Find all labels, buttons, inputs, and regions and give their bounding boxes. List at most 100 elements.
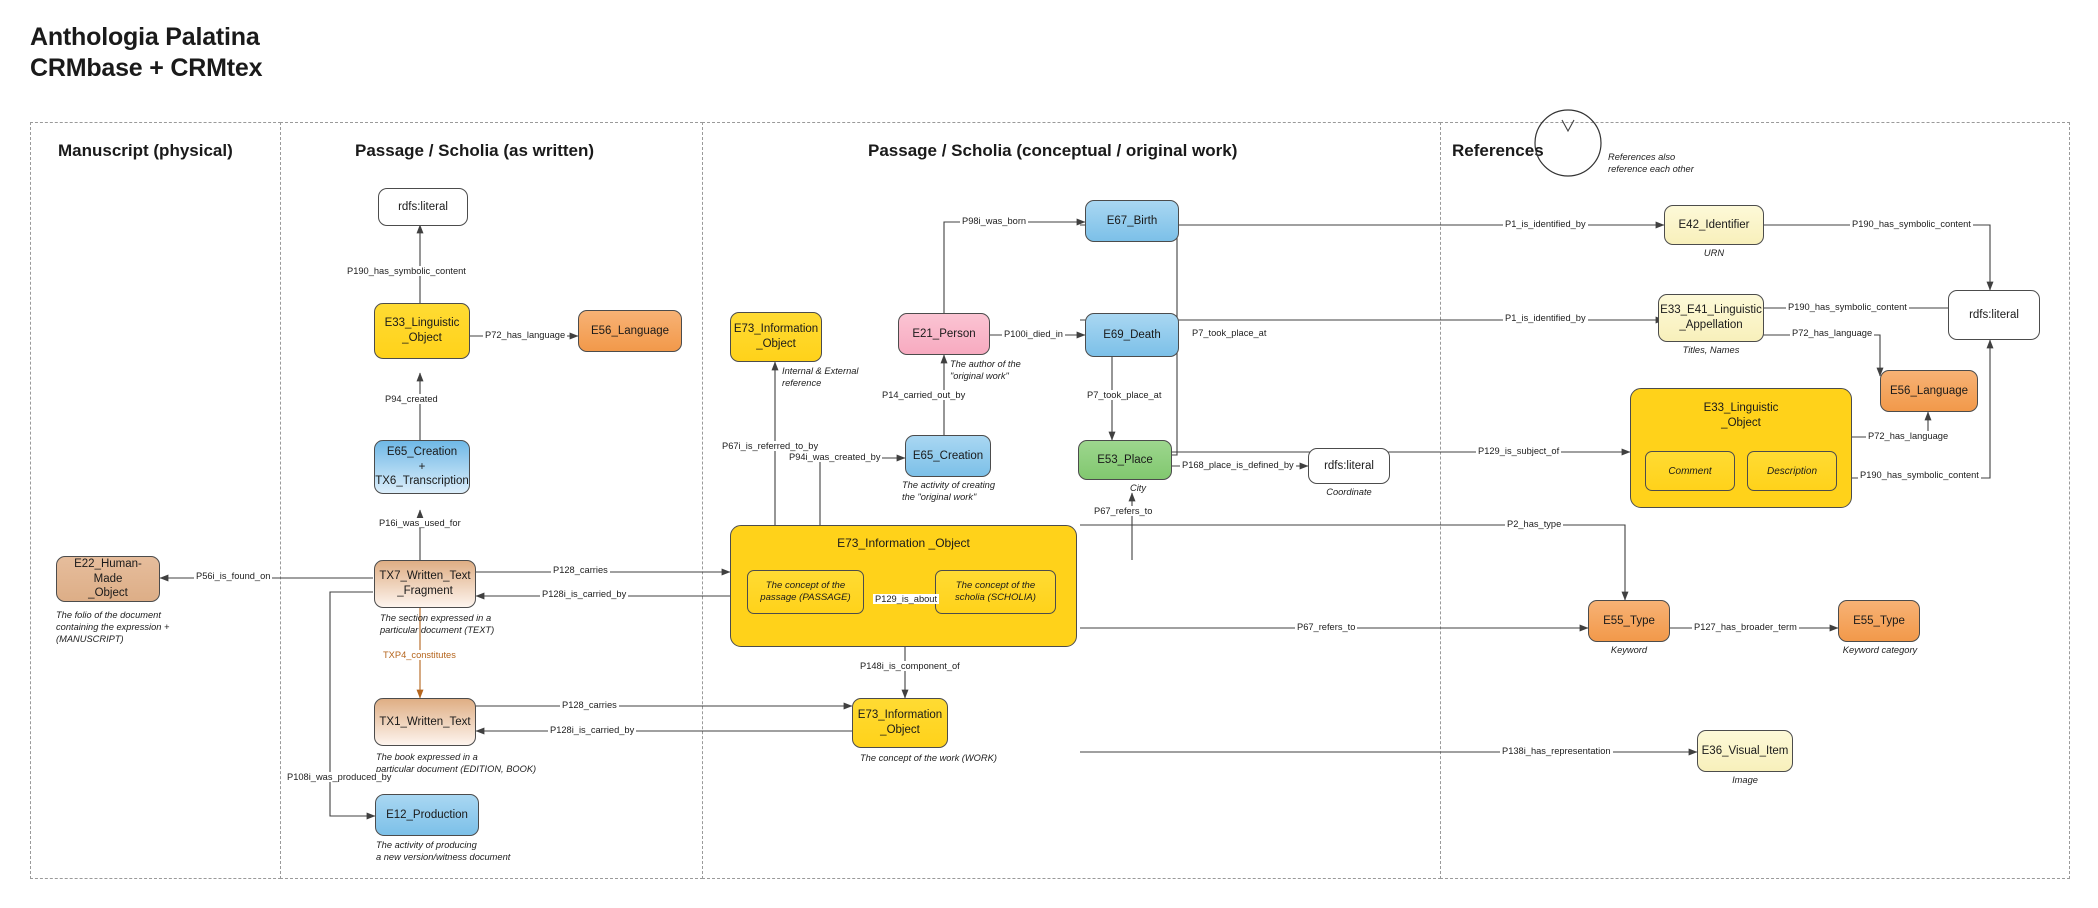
node-e12-production[interactable]: E12_Production (375, 794, 479, 836)
title-line-1: Anthologia Palatina (30, 23, 260, 51)
node-e36-visual-item[interactable]: E36_Visual_Item (1697, 730, 1793, 772)
node-e73-subbox-scholia[interactable]: The concept of the scholia (SCHOLIA) (935, 570, 1056, 614)
node-rdfs-literal-references[interactable]: rdfs:literal (1948, 290, 2040, 340)
edge-label-p128-carries-tx1: P128_carries (560, 700, 619, 711)
edge-label-p72-has-language-e33-right: P72_has_language (1866, 431, 1951, 442)
node-rdfs-literal-written[interactable]: rdfs:literal (378, 188, 468, 226)
node-e69-death[interactable]: E69_Death (1085, 313, 1179, 357)
node-label: TX1_Written_Text (379, 715, 471, 728)
node-e33-subbox-description[interactable]: Description (1747, 451, 1837, 491)
node-e73-information-object-reference[interactable]: E73_Information _Object (730, 312, 822, 362)
node-e55-type-keyword[interactable]: E55_Type (1588, 600, 1670, 642)
node-label: E21_Person (912, 327, 976, 340)
node-e33-subbox-comment[interactable]: Comment (1645, 451, 1735, 491)
node-e65-creation-tx6-transcription[interactable]: E65_Creation + TX6_Transcription (374, 440, 470, 494)
node-e53-place[interactable]: E53_Place (1078, 440, 1172, 480)
node-label: rdfs:literal (398, 200, 448, 213)
note-internal-external: Internal & External reference (782, 366, 859, 388)
edge-label-p168-place-is-defined-by: P168_place_is_defined_by (1180, 460, 1296, 471)
node-label: rdfs:literal (1969, 308, 2019, 321)
note-keyword: Keyword (1610, 645, 1648, 655)
node-tx7-written-text-fragment[interactable]: TX7_Written_Text _Fragment (374, 560, 476, 608)
edge-label-p190-has-symbolic-content-e33: P190_has_symbolic_content (1858, 470, 1981, 481)
node-label: E73_Information _Object (733, 323, 819, 350)
node-e33-e41-linguistic-appellation[interactable]: E33_E41_Linguistic _Appellation (1658, 294, 1764, 342)
edge-label-p7-took-place-at-death: P7_took_place_at (1085, 390, 1164, 401)
lane-manuscript (30, 122, 281, 879)
lane-conceptual (702, 122, 1441, 879)
edge-label-p94i-was-created-by: P94i_was_created_by (787, 452, 883, 463)
node-label: The concept of the passage (PASSAGE) (760, 579, 851, 603)
edge-label-p7-took-place-at-birth: P7_took_place_at (1190, 328, 1269, 339)
node-e21-person[interactable]: E21_Person (898, 313, 990, 355)
node-e42-identifier[interactable]: E42_Identifier (1664, 205, 1764, 245)
edge-label-p67-refers-to-type: P67_refers_to (1295, 622, 1358, 633)
edge-label-p94-created: P94_created (383, 394, 440, 405)
node-label: E42_Identifier (1678, 218, 1750, 231)
edge-label-p138i-has-representation: P138i_has_representation (1500, 746, 1613, 757)
node-label: TX7_Written_Text _Fragment (379, 570, 471, 597)
node-label: E53_Place (1097, 453, 1153, 466)
node-e73-information-object-main[interactable]: E73_Information _Object The concept of t… (730, 525, 1077, 647)
note-section-text: The section expressed in a particular do… (380, 613, 495, 635)
node-label: Description (1766, 465, 1818, 477)
node-label: E69_Death (1103, 328, 1161, 341)
note-image: Image (1732, 775, 1758, 785)
node-rdfs-literal-coordinate[interactable]: rdfs:literal (1308, 448, 1390, 484)
edge-label-p148i-is-component-of: P148i_is_component_of (858, 661, 962, 672)
edge-label-p72-has-language-written: P72_has_language (483, 330, 568, 341)
note-author-original-work: The author of the "original work" (950, 359, 1021, 381)
node-e22-human-made-object[interactable]: E22_Human-Made _Object (56, 556, 160, 602)
edge-label-p1-is-identified-by-appellation: P1_is_identified_by (1503, 313, 1588, 324)
node-label: E22_Human-Made _Object (74, 557, 142, 600)
edge-label-p127-has-broader-term: P127_has_broader_term (1692, 622, 1799, 633)
edge-label-p67-refers-to-place: P67_refers_to (1092, 506, 1155, 517)
edge-label-txp4-constitutes: TXP4_constitutes (381, 650, 458, 661)
node-label: The concept of the scholia (SCHOLIA) (954, 579, 1037, 603)
node-tx1-written-text[interactable]: TX1_Written_Text (374, 698, 476, 746)
node-e67-birth[interactable]: E67_Birth (1085, 200, 1179, 242)
node-label: E33_Linguistic _Object (1703, 402, 1779, 429)
note-folio: The folio of the document containing the… (56, 610, 170, 644)
node-e65-creation-work[interactable]: E65_Creation (905, 435, 991, 477)
note-work-concept: The concept of the work (WORK) (860, 753, 997, 763)
lane-as-written (280, 122, 703, 879)
edge-label-p129-is-about: P129_is_about (873, 594, 940, 605)
edge-label-p98i-was-born: P98i_was_born (960, 216, 1029, 227)
edge-label-p108i-was-produced-by: P108i_was_produced_by (285, 772, 394, 783)
title-line-2: CRMbase + CRMtex (30, 54, 263, 82)
node-label: E56_Language (1889, 384, 1969, 397)
node-e56-language-references[interactable]: E56_Language (1880, 370, 1978, 412)
node-label: E65_Creation + TX6_Transcription (375, 445, 469, 488)
node-label: E65_Creation (912, 449, 984, 462)
note-production-activity: The activity of producing a new version/… (376, 840, 511, 862)
note-city: City (1130, 483, 1147, 493)
node-e33-linguistic-object-references[interactable]: E33_Linguistic _Object Comment Descripti… (1630, 388, 1852, 508)
node-label: E67_Birth (1106, 214, 1158, 227)
node-e73-subbox-passage[interactable]: The concept of the passage (PASSAGE) (747, 570, 864, 614)
node-e73-information-object-work[interactable]: E73_Information _Object (852, 698, 948, 748)
edge-label-p72-has-language-appellation: P72_has_language (1790, 328, 1875, 339)
node-label: E33_Linguistic _Object (384, 317, 460, 344)
edge-label-p2-has-type: P2_has_type (1505, 519, 1564, 530)
node-e33-linguistic-object-written[interactable]: E33_Linguistic _Object (374, 303, 470, 359)
edge-label-p67i-is-referred-to-by: P67i_is_referred_to_by (720, 441, 821, 452)
node-label: E33_E41_Linguistic _Appellation (1660, 304, 1762, 331)
note-coordinate: Coordinate (1326, 487, 1372, 497)
edge-label-p190-has-symbolic-content-written: P190_has_symbolic_content (345, 266, 468, 277)
node-e56-language-written[interactable]: E56_Language (578, 310, 682, 352)
node-label: E73_Information _Object (857, 709, 943, 736)
edge-label-p100i-died-in: P100i_died_in (1002, 329, 1065, 340)
node-label: E36_Visual_Item (1701, 744, 1789, 757)
node-label: E55_Type (1603, 614, 1655, 627)
edge-label-p128-carries-tx7: P128_carries (551, 565, 610, 576)
node-e55-type-keyword-category[interactable]: E55_Type (1838, 600, 1920, 642)
node-label: E73_Information _Object (837, 536, 970, 550)
lane-title-manuscript: Manuscript (physical) (58, 141, 233, 160)
note-book-edition: The book expressed in a particular docum… (376, 752, 537, 774)
edge-label-p128i-is-carried-by-tx7: P128i_is_carried_by (540, 589, 629, 600)
note-keyword-category: Keyword category (1842, 645, 1918, 655)
lane-title-conceptual: Passage / Scholia (conceptual / original… (868, 141, 1238, 160)
page-title: Anthologia Palatina CRMbase + CRMtex (30, 22, 262, 84)
edge-label-p14-carried-out-by: P14_carried_out_by (880, 390, 968, 401)
